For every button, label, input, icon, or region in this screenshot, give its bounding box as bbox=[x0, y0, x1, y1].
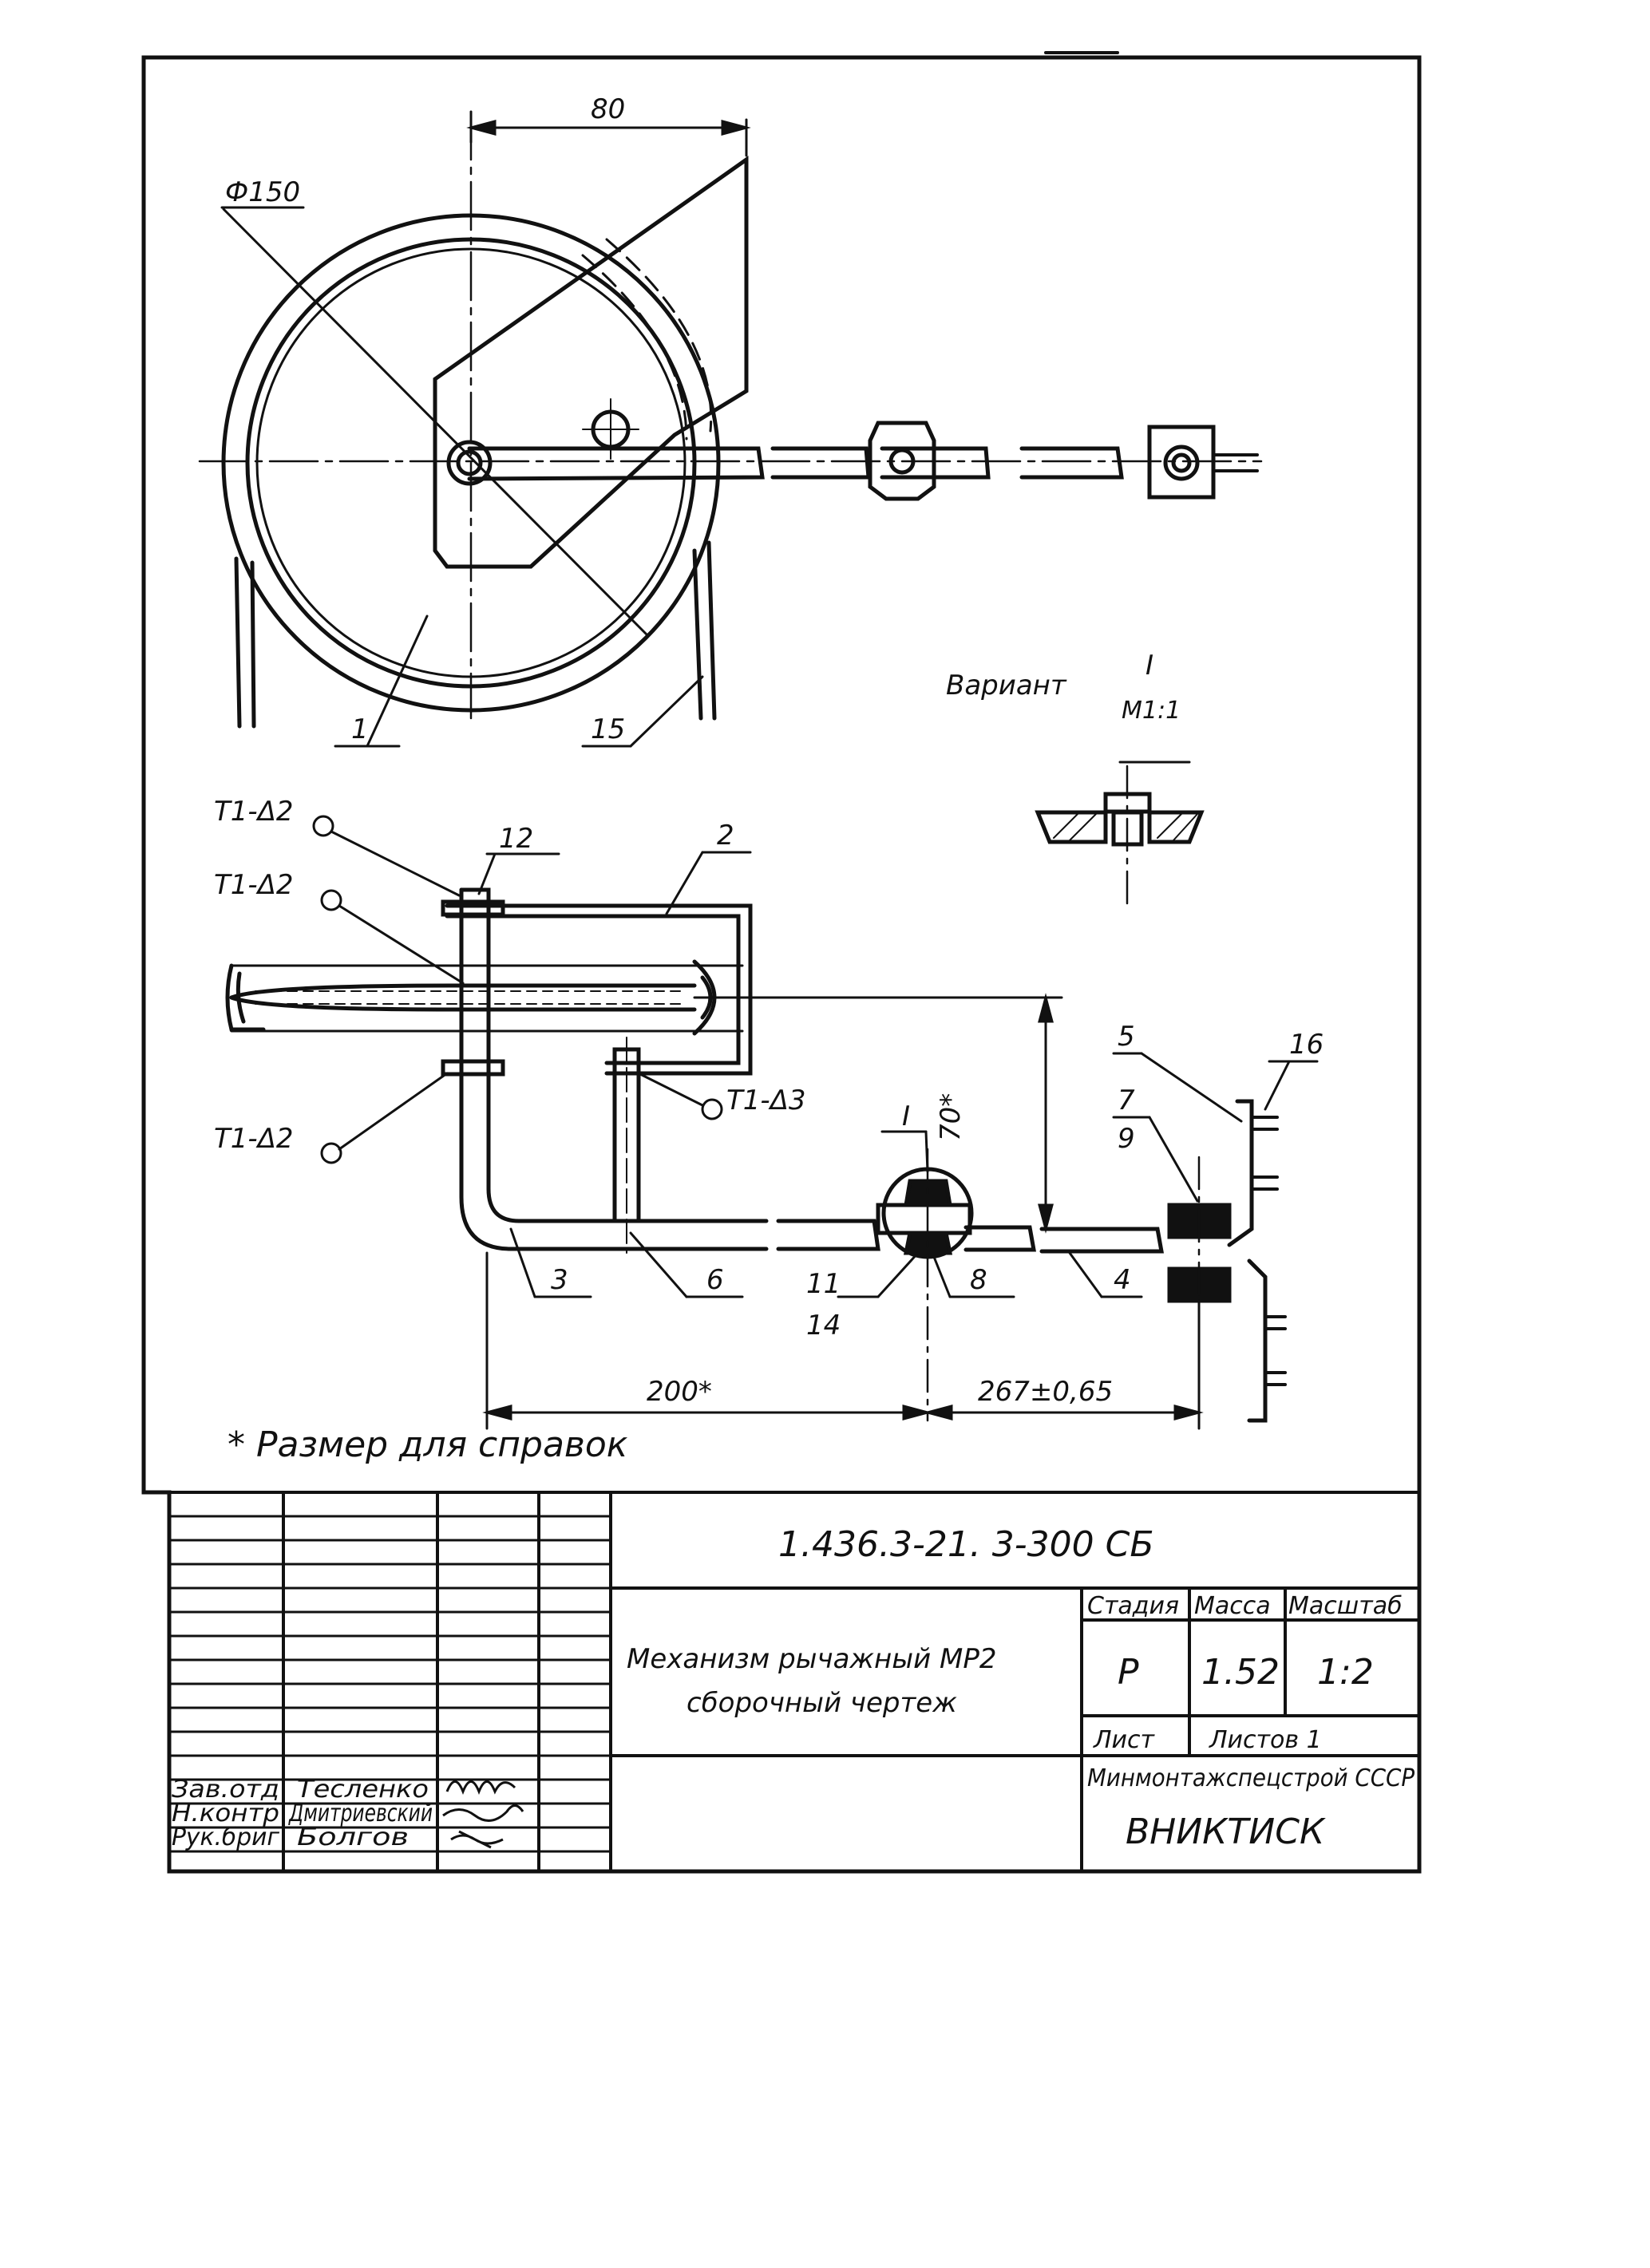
signature-name-1: Тесленко bbox=[297, 1776, 429, 1804]
signature-name-3: Болгов bbox=[297, 1823, 409, 1851]
weld-circle-1 bbox=[312, 815, 334, 837]
leader-1 bbox=[366, 614, 429, 748]
variant-label: Вариант bbox=[946, 670, 1067, 701]
drawing-subtitle: сборочный чертеж bbox=[687, 1687, 957, 1719]
variant-numeral: I bbox=[1146, 650, 1153, 682]
part-number-3: 3 bbox=[551, 1264, 568, 1296]
header-mass: Масса bbox=[1194, 1592, 1271, 1620]
weld-circle-4 bbox=[701, 1098, 723, 1120]
dim-bottom bbox=[482, 1251, 1204, 1430]
organization: Минмонтажспецстрой СССР bbox=[1087, 1764, 1415, 1792]
institute: ВНИКТИСК bbox=[1126, 1812, 1326, 1852]
signatures bbox=[442, 1780, 524, 1849]
dim-height-ref: 70* bbox=[935, 1093, 967, 1141]
part-number-1: 1 bbox=[351, 713, 369, 745]
value-mass: 1.52 bbox=[1201, 1652, 1280, 1693]
part-number-5: 5 bbox=[1118, 1021, 1135, 1053]
dim-70 bbox=[693, 993, 1063, 1234]
dim-bottom-right: 267±0,65 bbox=[978, 1376, 1113, 1408]
pulley-view bbox=[198, 110, 1263, 729]
detail-mark: I bbox=[902, 1100, 910, 1132]
weld-mark-4: Т1-Δ3 bbox=[726, 1085, 806, 1116]
part-number-14: 14 bbox=[806, 1310, 841, 1341]
signature-role-1: Зав.отд bbox=[172, 1776, 279, 1804]
header-scale: Масштаб bbox=[1288, 1592, 1403, 1620]
weld-circle-2 bbox=[320, 889, 342, 911]
value-scale: 1:2 bbox=[1317, 1652, 1374, 1693]
part-number-7: 7 bbox=[1118, 1085, 1135, 1116]
drawing-designation: 1.436.3-21. 3-300 СБ bbox=[778, 1524, 1154, 1565]
part-number-9: 9 bbox=[1118, 1123, 1135, 1155]
weld-mark-3: Т1-Δ2 bbox=[214, 1123, 294, 1155]
dim-bottom-left: 200* bbox=[647, 1376, 712, 1408]
signature-name-2: Дмитриевский bbox=[287, 1800, 433, 1827]
part-number-2: 2 bbox=[717, 820, 734, 851]
variant-detail bbox=[1035, 761, 1205, 911]
footnote: * Размер для справок bbox=[228, 1424, 628, 1465]
sheets-label: Листов 1 bbox=[1209, 1726, 1322, 1754]
weld-mark-2: Т1-Δ2 bbox=[214, 869, 294, 901]
signature-role-2: Н.контр bbox=[172, 1800, 279, 1827]
value-stage: Р bbox=[1118, 1652, 1139, 1693]
part-number-4: 4 bbox=[1114, 1264, 1131, 1296]
signature-role-3: Рук.бриг bbox=[172, 1823, 279, 1851]
drawing-name: Механизм рычажный МР2 bbox=[627, 1643, 997, 1675]
weld-circle-3 bbox=[320, 1142, 342, 1164]
section-view bbox=[225, 887, 1287, 1423]
dim-diameter: Ф150 bbox=[225, 176, 300, 208]
washer-bottom bbox=[441, 1059, 505, 1077]
leader-15 bbox=[629, 675, 704, 748]
part-number-8: 8 bbox=[970, 1264, 987, 1296]
dim-80 bbox=[466, 110, 751, 157]
title-block bbox=[168, 1491, 1421, 1873]
header-stage: Стадия bbox=[1087, 1592, 1179, 1620]
leaders bbox=[330, 830, 1319, 1298]
weld-mark-1: Т1-Δ2 bbox=[214, 796, 294, 828]
variant-scale: М1:1 bbox=[1122, 697, 1181, 725]
part-number-16: 16 bbox=[1289, 1029, 1324, 1061]
part-number-15: 15 bbox=[591, 713, 625, 745]
dim-top-width: 80 bbox=[591, 93, 625, 125]
part-number-6: 6 bbox=[706, 1264, 724, 1296]
sheet-label: Лист bbox=[1093, 1726, 1156, 1754]
part-number-12: 12 bbox=[499, 823, 533, 855]
washer-top bbox=[441, 899, 505, 917]
part-number-11: 11 bbox=[806, 1268, 841, 1300]
